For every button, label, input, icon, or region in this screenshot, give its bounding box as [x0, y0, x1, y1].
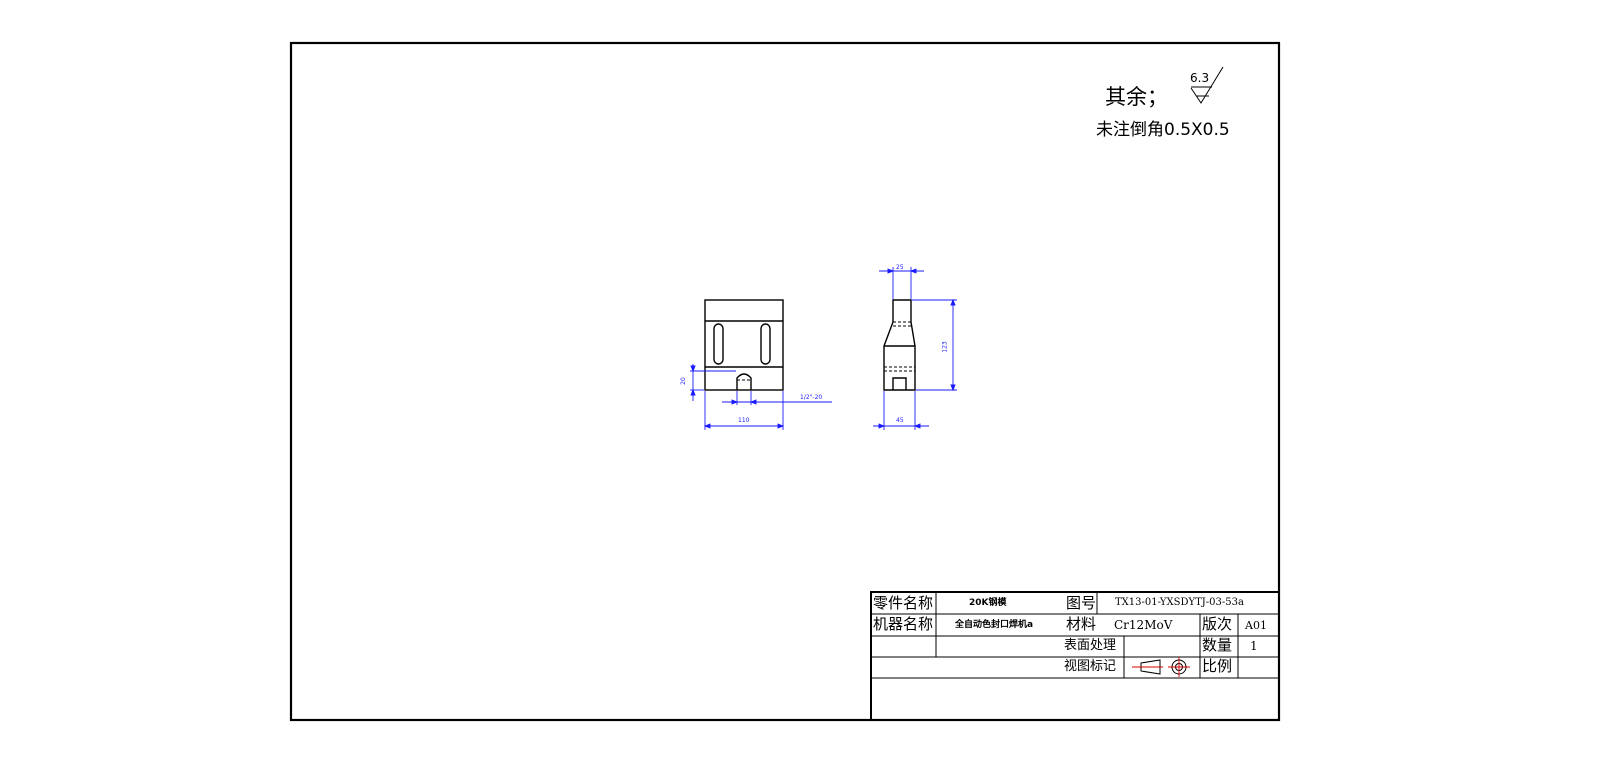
- title-block-grid: [870, 591, 1280, 721]
- quantity-label: 数量: [1202, 636, 1233, 654]
- scale-label: 比例: [1202, 657, 1233, 675]
- chamfer-note: 未注倒角0.5X0.5: [1096, 120, 1230, 140]
- side-view: [883, 299, 916, 391]
- surface-treatment-label: 表面处理: [1064, 638, 1117, 653]
- revision-label: 版次: [1202, 615, 1233, 633]
- dimension-front-width: 110: [738, 417, 750, 424]
- drawing-number-value: TX13-01-YXSDYTJ-03-53a: [1115, 597, 1244, 608]
- front-view-dimensions: [690, 364, 832, 430]
- material-label: 材料: [1066, 615, 1097, 633]
- part-name-value: 20K钢模: [969, 598, 1007, 608]
- side-view-hidden: [884, 321, 915, 372]
- machine-name-value: 全自动色封口焊机a: [955, 620, 1034, 630]
- view-mark-label: 视图标记: [1064, 659, 1117, 674]
- dimension-front-height: 20: [679, 377, 687, 385]
- drawing-number-label: 图号: [1066, 594, 1097, 612]
- quantity-value: 1: [1250, 639, 1258, 653]
- dimension-side-bottom-width: 45: [896, 417, 904, 424]
- remaining-roughness-label: 其余；: [1105, 85, 1168, 109]
- front-view: [704, 299, 784, 391]
- roughness-value: 6.3: [1190, 71, 1210, 85]
- side-view-dimensions: [873, 267, 957, 430]
- dimension-thread: 1/2"-20: [800, 394, 823, 401]
- projection-symbol: [1132, 657, 1190, 677]
- machine-name-label: 机器名称: [873, 615, 934, 633]
- drawing-border: [289, 41, 1281, 722]
- material-value: Cr12MoV: [1114, 618, 1173, 632]
- revision-value: A01: [1245, 619, 1267, 632]
- part-name-label: 零件名称: [873, 594, 934, 612]
- roughness-symbol: [1190, 66, 1224, 104]
- dimension-side-top-width: 25: [896, 264, 904, 271]
- dimension-side-height: 123: [941, 341, 949, 353]
